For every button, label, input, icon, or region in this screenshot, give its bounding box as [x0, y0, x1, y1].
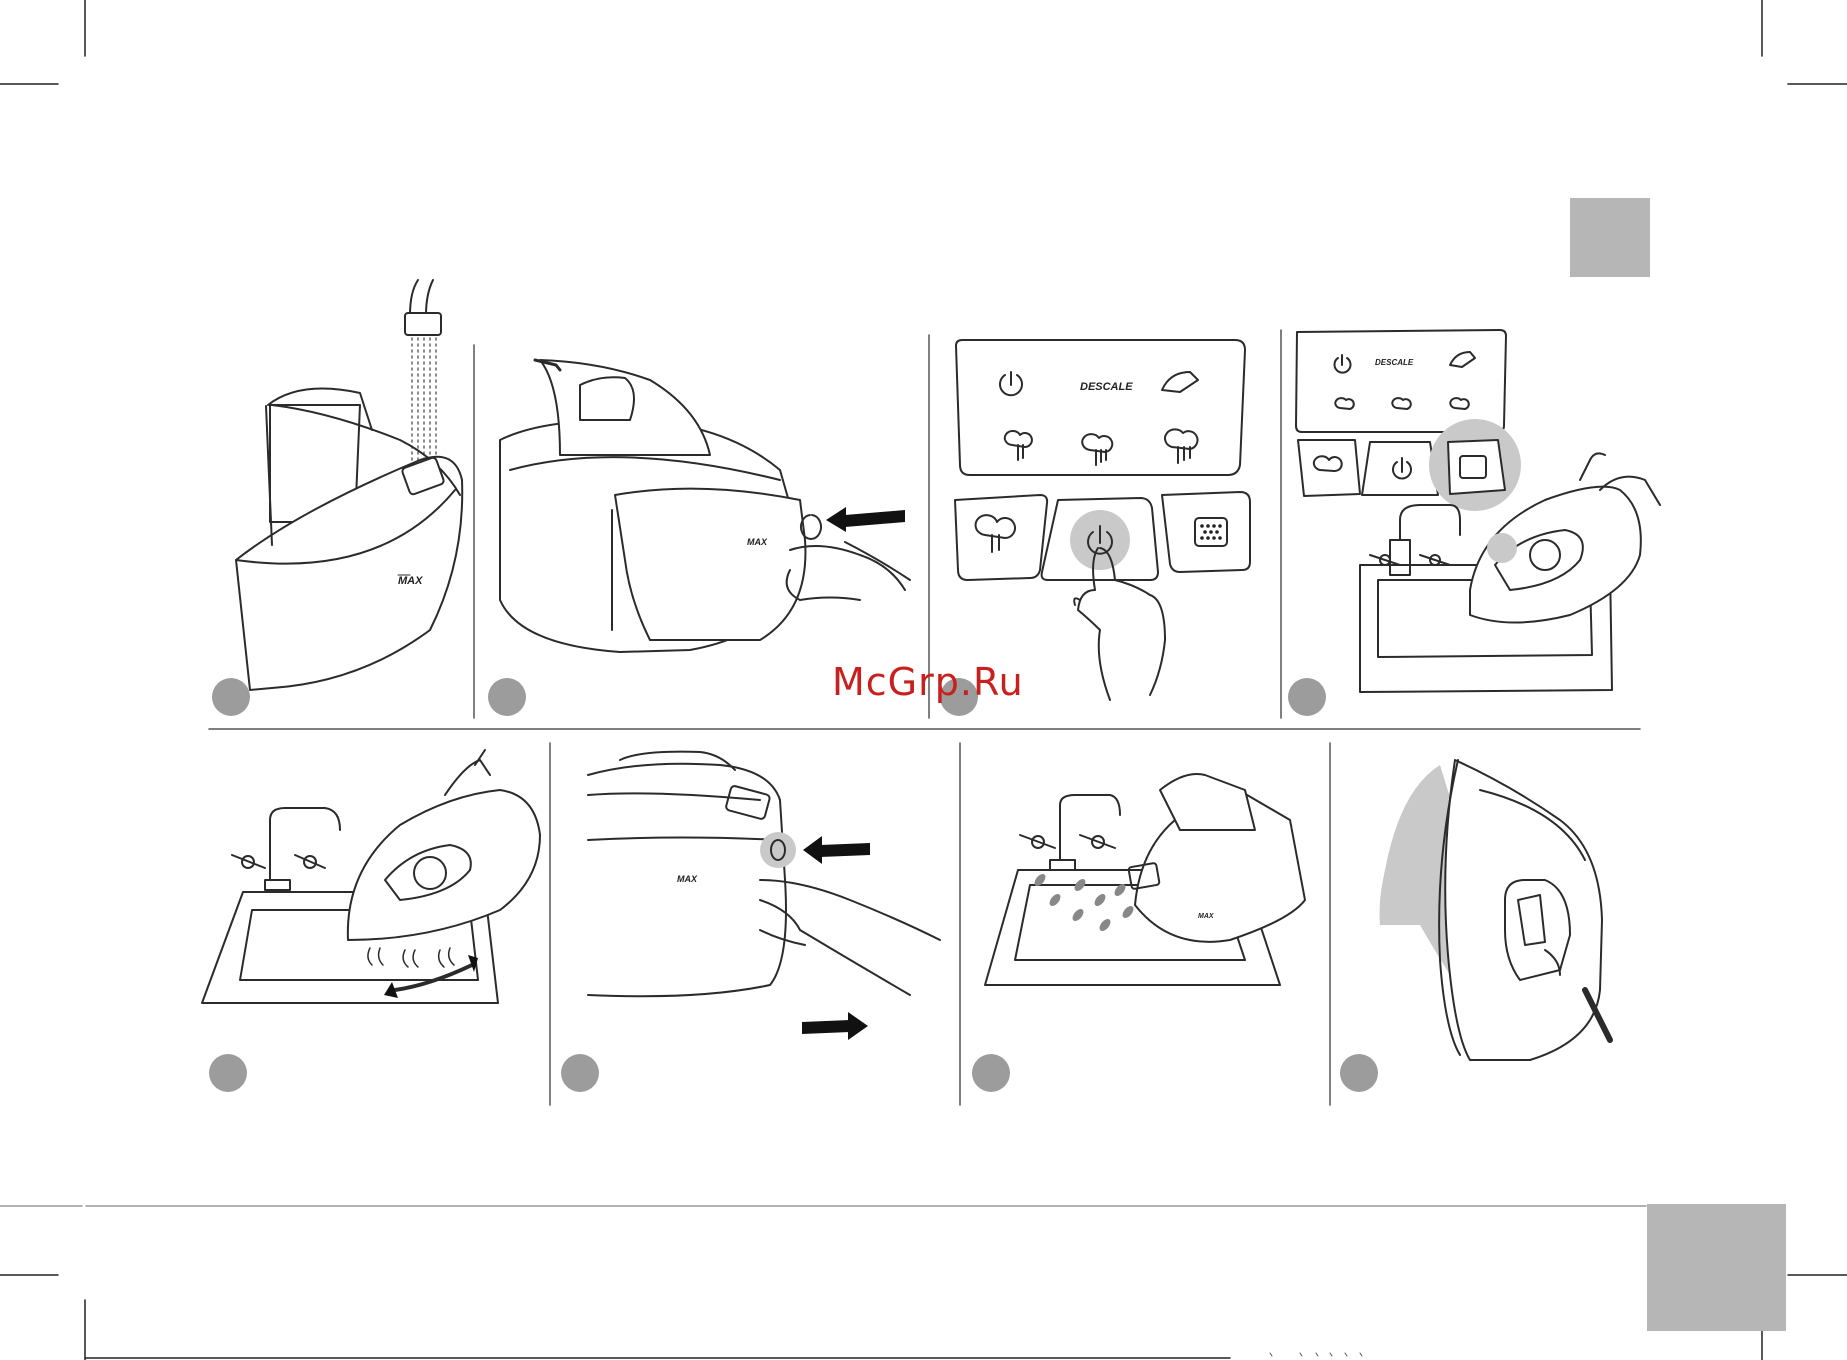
small-panel-descale-label: DESCALE [1375, 358, 1414, 367]
step6-remove-tank-illustration: MAX [588, 752, 940, 1040]
watermark-text: McGrp.Ru [832, 660, 1024, 704]
panel-descale-label: DESCALE [1080, 381, 1133, 393]
release-button-highlight [760, 832, 796, 868]
step8-badge [1340, 1054, 1378, 1092]
step1-max-label: MAX [398, 575, 423, 587]
footer-registration-marks [1270, 1353, 1362, 1356]
step2-insert-tank-illustration: MAX [500, 360, 910, 652]
page-tab-bottom [1647, 1204, 1786, 1331]
step5-badge [209, 1054, 247, 1092]
step1-badge [212, 678, 250, 716]
language-tab-top [1570, 198, 1650, 277]
step7-empty-tank-illustration: MAX [985, 774, 1305, 985]
step6-badge [561, 1054, 599, 1092]
step2-badge [488, 678, 526, 716]
step7-max-label: MAX [1198, 913, 1215, 920]
step7-badge [972, 1054, 1010, 1092]
step8-wipe-iron-illustration [1380, 760, 1610, 1060]
step6-max-label: MAX [677, 874, 698, 884]
step3-press-power-illustration: DESCALE [955, 340, 1250, 700]
step4-descale-iron-illustration: DESCALE [1296, 330, 1660, 692]
step2-max-label: MAX [747, 537, 768, 547]
step5-rinse-soleplate-illustration [202, 750, 540, 1003]
step1-fill-tank-illustration: MAX [236, 280, 462, 690]
step4-badge [1288, 678, 1326, 716]
